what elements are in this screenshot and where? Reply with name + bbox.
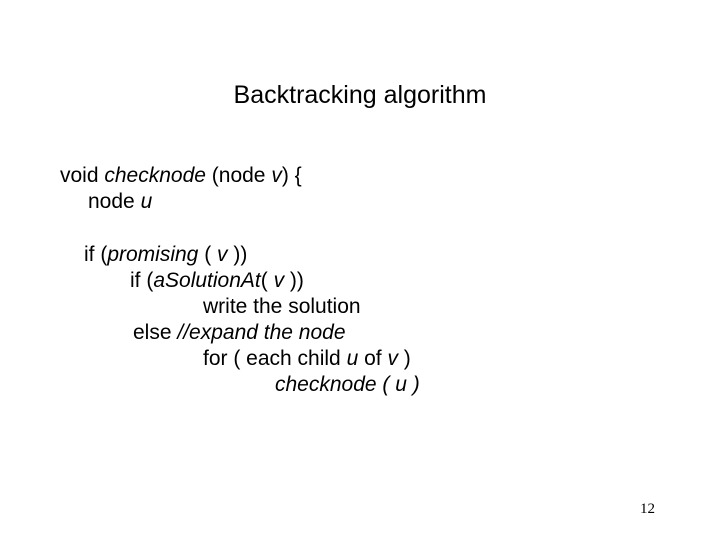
code-line: write the solution bbox=[0, 294, 720, 320]
code-token: for ( each child bbox=[203, 347, 347, 370]
code-token-italic: u bbox=[395, 373, 407, 396]
code-blank-line bbox=[0, 215, 720, 242]
code-token-italic: v bbox=[217, 243, 228, 266]
code-line: void checknode (node v) { bbox=[0, 163, 720, 189]
code-token: if ( bbox=[84, 243, 108, 266]
code-token-italic: v bbox=[387, 347, 398, 370]
code-token: )) bbox=[227, 243, 248, 266]
code-token-italic: v bbox=[271, 164, 282, 187]
code-token: ( bbox=[260, 269, 274, 292]
code-token: else bbox=[133, 321, 178, 344]
code-line: checknode ( u ) bbox=[0, 372, 720, 398]
code-token-italic: promising bbox=[107, 243, 199, 266]
code-token-italic: u bbox=[346, 347, 359, 370]
code-token: write the solution bbox=[203, 295, 361, 318]
code-line: else //expand the node bbox=[0, 320, 720, 346]
code-token: node bbox=[88, 190, 141, 213]
code-token: ) bbox=[397, 347, 411, 370]
code-line: node u bbox=[0, 189, 720, 215]
code-token-italic: aSolutionAt bbox=[153, 269, 261, 292]
page-title: Backtracking algorithm bbox=[233, 81, 487, 109]
code-token-italic: checknode bbox=[104, 164, 206, 187]
code-token-italic: u bbox=[140, 190, 153, 213]
code-token: ) { bbox=[281, 164, 302, 187]
code-token-italic: //expand the node bbox=[177, 321, 346, 344]
code-token: void bbox=[60, 164, 105, 187]
page-number: 12 bbox=[640, 501, 655, 517]
code-token-italic: v bbox=[273, 269, 285, 292]
code-token-italic: ) bbox=[406, 373, 420, 396]
code-token-italic: ( bbox=[376, 373, 396, 396]
code-token: ( bbox=[198, 243, 218, 266]
code-token: )) bbox=[284, 269, 304, 292]
code-token-italic: checknode bbox=[275, 373, 377, 396]
code-line: if (aSolutionAt( v )) bbox=[0, 268, 720, 294]
code-token: of bbox=[358, 347, 388, 370]
code-token: (node bbox=[205, 164, 272, 187]
code-line: for ( each child u of v ) bbox=[0, 346, 720, 372]
code-line: if (promising ( v )) bbox=[0, 242, 720, 268]
code-token: if ( bbox=[130, 269, 154, 292]
